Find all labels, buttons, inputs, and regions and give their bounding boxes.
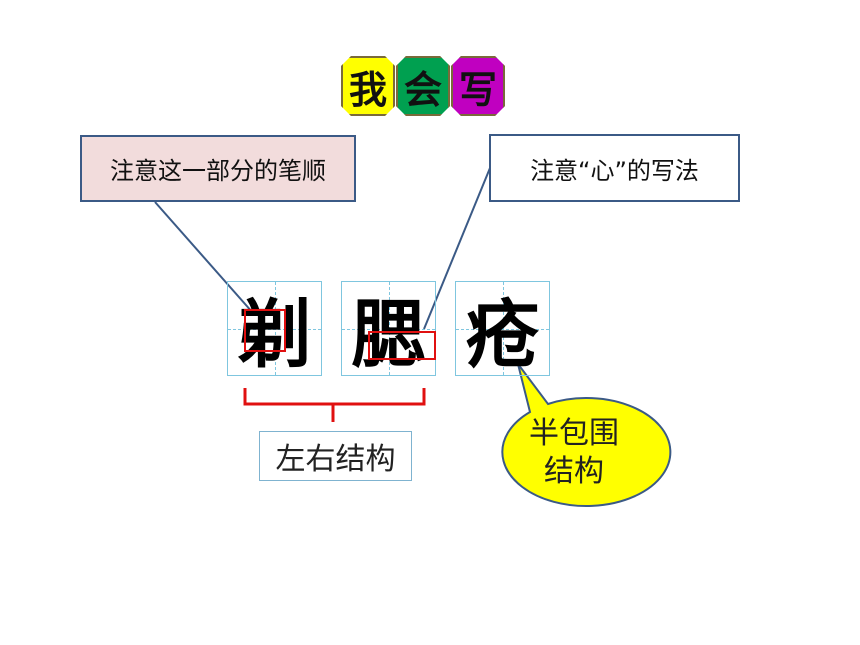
structure-label: 左右结构 xyxy=(259,431,412,481)
title-badge-xie-text: 写 xyxy=(458,67,497,112)
title-badge-xie: 写 xyxy=(451,56,505,116)
title-badge-hui-text: 会 xyxy=(403,67,442,112)
character-3: 疮 xyxy=(465,292,540,378)
callout-heart-writing-text: 注意“心”的写法 xyxy=(530,156,699,185)
highlight-box-left-part xyxy=(244,309,286,352)
character-grid-3: 疮 xyxy=(455,281,550,378)
character-grid-2: 腮 xyxy=(341,281,436,378)
structure-label-text: 左右结构 xyxy=(275,442,396,477)
structure-brace xyxy=(243,388,426,422)
bubble-text: 半包围 结构 xyxy=(490,405,658,501)
highlight-box-heart xyxy=(368,331,436,360)
character-2: 腮 xyxy=(351,292,426,378)
callout-heart-writing: 注意“心”的写法 xyxy=(489,134,740,202)
speech-bubble xyxy=(501,363,672,508)
callout-stroke-order-text: 注意这一部分的笔顺 xyxy=(110,157,326,185)
title-badge-wo-text: 我 xyxy=(348,67,387,112)
character-1: 剃 xyxy=(237,292,312,378)
title-badge-wo: 我 xyxy=(341,56,395,116)
title-badge-hui: 会 xyxy=(396,56,450,116)
bubble-line-2: 结构 xyxy=(544,454,604,489)
bubble-line-1: 半包围 xyxy=(529,416,619,451)
callout-stroke-order: 注意这一部分的笔顺 xyxy=(80,135,356,202)
callout-left-pointer xyxy=(154,201,254,314)
character-grid-1: 剃 xyxy=(227,281,322,378)
